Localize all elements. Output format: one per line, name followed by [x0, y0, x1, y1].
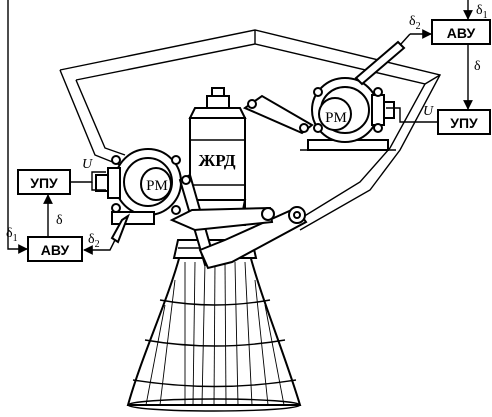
control-blocks-right: АВУ УПУ δ1 δ2 δ U — [386, 0, 491, 135]
control-blocks-left: УПУ АВУ δ1 δ U δ2 — [6, 0, 116, 262]
avu-bottom-block — [27, 236, 83, 262]
actuator-right: РМ — [242, 40, 406, 151]
delta1-left-label: δ1 — [6, 226, 18, 244]
avu-bottom-label: АВУ — [41, 242, 70, 258]
gimbal-lever — [169, 206, 308, 270]
delta-left-label: δ — [56, 213, 63, 228]
actuator-right-label: РМ — [325, 110, 347, 126]
avu-top-label: АВУ — [447, 25, 476, 41]
engine-nozzle — [126, 239, 302, 412]
delta1-top-label: δ1 — [476, 3, 488, 21]
delta-right-label: δ — [474, 59, 481, 74]
actuator-left-label: РМ — [146, 178, 168, 194]
delta2-left-label: δ2 — [88, 232, 100, 250]
support-frame — [59, 29, 442, 231]
u-left-label: U — [82, 157, 93, 172]
delta2-right-label: δ2 — [409, 14, 421, 32]
avu-top-block — [431, 19, 491, 45]
upu-left-block — [17, 169, 71, 195]
engine-label: ЖРД — [198, 151, 235, 170]
upu-left-label: УПУ — [30, 175, 58, 191]
u-right-label: U — [423, 104, 434, 119]
upu-right-label: УПУ — [450, 115, 478, 131]
actuator-left: РМ — [95, 148, 217, 267]
